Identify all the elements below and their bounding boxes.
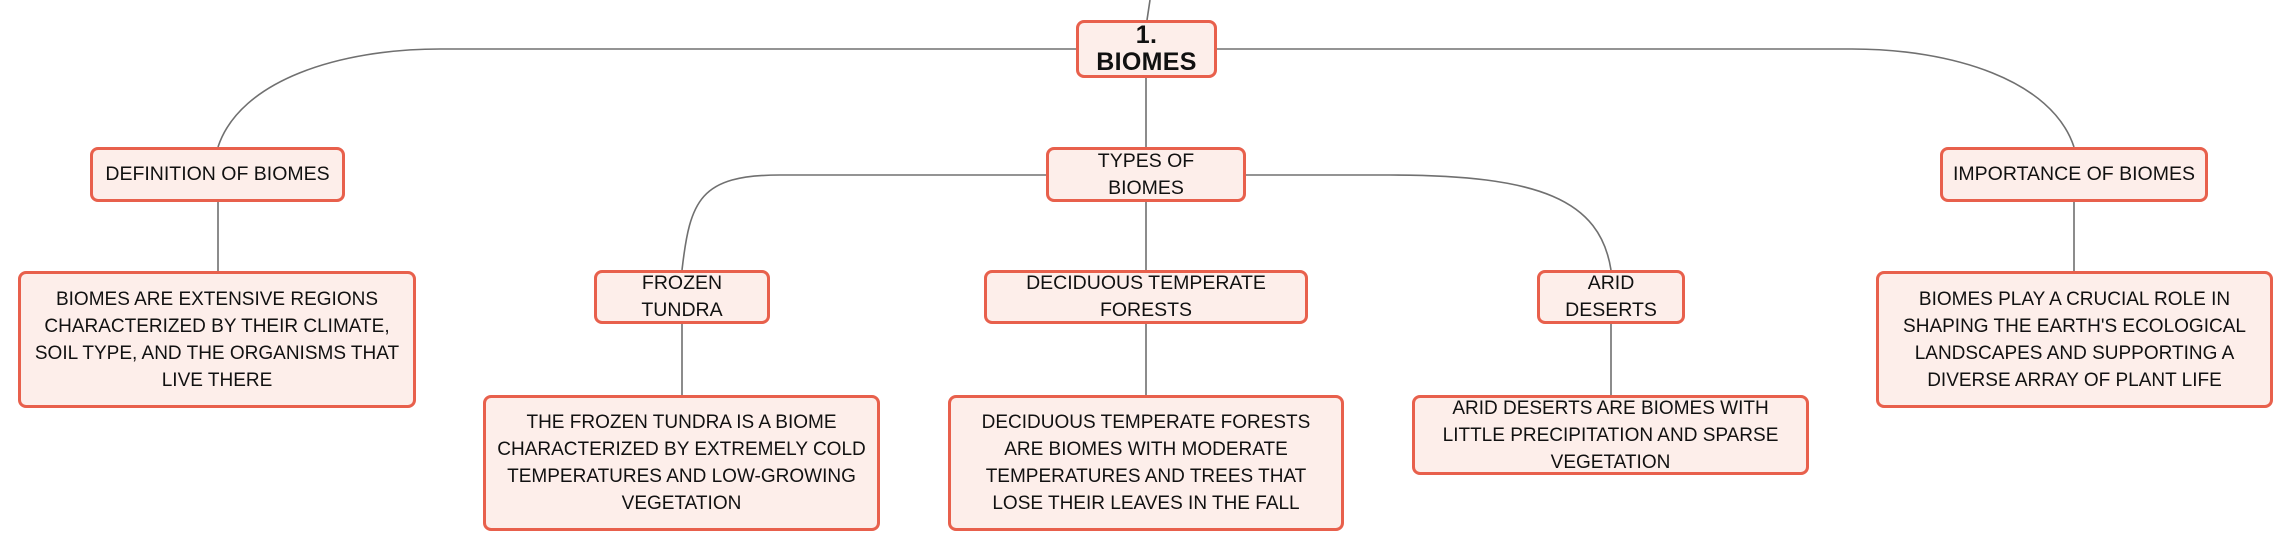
definition-detail-text: BIOMES ARE EXTENSIVE REGIONS CHARACTERIZ… (34, 288, 400, 391)
connector-types-to-deserts (1246, 174, 1612, 271)
tundra-label: FROZEN TUNDRA (641, 272, 723, 321)
definition-detail-node[interactable]: BIOMES ARE EXTENSIVE REGIONS CHARACTERIZ… (18, 271, 416, 408)
deciduous-detail-node[interactable]: DECIDUOUS TEMPERATE FORESTS ARE BIOMES W… (948, 395, 1344, 531)
tundra-detail-node[interactable]: THE FROZEN TUNDRA IS A BIOME CHARACTERIZ… (483, 395, 880, 531)
importance-detail-node[interactable]: BIOMES PLAY A CRUCIAL ROLE IN SHAPING TH… (1876, 271, 2273, 408)
importance-detail-text: BIOMES PLAY A CRUCIAL ROLE IN SHAPING TH… (1903, 288, 2246, 391)
types-label: TYPES OF BIOMES (1097, 149, 1195, 199)
connector-types-to-tundra (681, 174, 1046, 271)
tundra-node[interactable]: FROZEN TUNDRA (594, 270, 770, 324)
deciduous-node[interactable]: DECIDUOUS TEMPERATE FORESTS (984, 270, 1308, 324)
deciduous-label: DECIDUOUS TEMPERATE FORESTS (1026, 272, 1266, 321)
importance-label: IMPORTANCE OF BIOMES (1953, 163, 2195, 185)
tundra-detail-text: THE FROZEN TUNDRA IS A BIOME CHARACTERIZ… (497, 412, 866, 514)
connector-parent-to-root (1146, 0, 1151, 21)
deserts-node[interactable]: ARID DESERTS (1537, 270, 1685, 324)
connector-root-to-definition (217, 48, 1076, 148)
importance-node[interactable]: IMPORTANCE OF BIOMES (1940, 147, 2208, 202)
deserts-detail-text: ARID DESERTS ARE BIOMES WITH LITTLE PREC… (1442, 397, 1779, 473)
deserts-label: ARID DESERTS (1565, 272, 1657, 321)
types-node[interactable]: TYPES OF BIOMES (1046, 147, 1246, 202)
definition-node[interactable]: DEFINITION OF BIOMES (90, 147, 345, 202)
connector-root-to-importance (1217, 48, 2075, 148)
definition-label: DEFINITION OF BIOMES (105, 163, 330, 185)
root-node[interactable]: 1. BIOMES (1076, 20, 1217, 78)
deciduous-detail-text: DECIDUOUS TEMPERATE FORESTS ARE BIOMES W… (981, 412, 1311, 514)
root-label: 1. BIOMES (1096, 21, 1197, 76)
deserts-detail-node[interactable]: ARID DESERTS ARE BIOMES WITH LITTLE PREC… (1412, 395, 1809, 475)
